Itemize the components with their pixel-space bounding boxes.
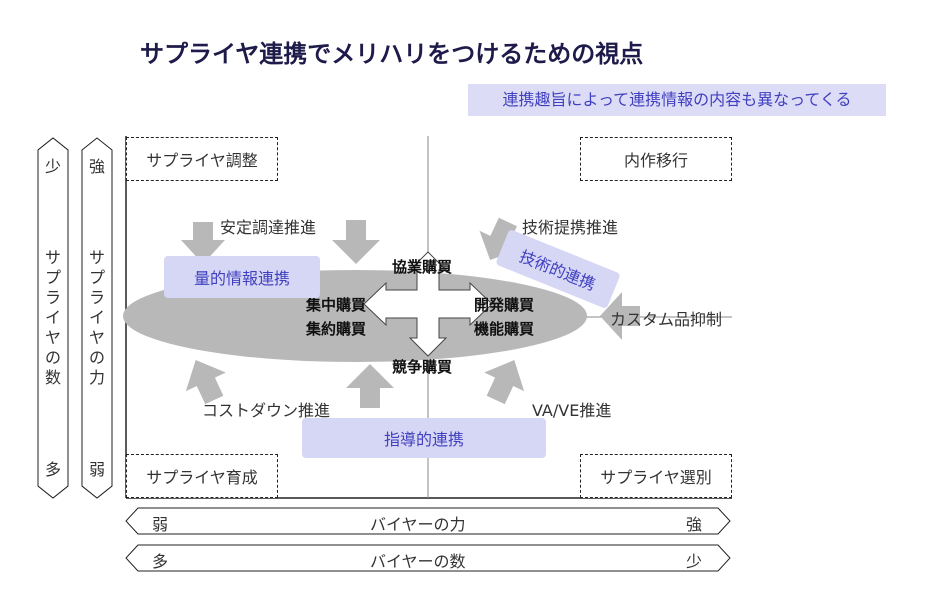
pill-quantitative-info: 量的情報連携 [164, 256, 320, 298]
buyer-power-left: 弱 [152, 515, 169, 534]
arrow-bottom-right-1 [484, 360, 525, 405]
label-tech-partnership: 技術提携推進 [522, 218, 619, 237]
label-centralized-purchasing: 集中購買 [306, 296, 367, 314]
buyer-count-label: バイヤーの数 [370, 552, 466, 571]
axis-buyer-count-shape [125, 544, 731, 572]
label-stable-procurement: 安定調達推進 [220, 218, 317, 237]
arrow-bottom-left-2 [346, 364, 394, 408]
label-collab-purchasing: 協業購買 [392, 258, 453, 276]
corner-bottom-left: サプライヤ育成 [126, 454, 278, 498]
corner-top-left: サプライヤ調整 [126, 137, 278, 181]
supplier-power-top: 強 [88, 157, 105, 176]
label-cost-down: コストダウン推進 [202, 401, 331, 420]
supplier-power-bottom: 弱 [88, 460, 105, 479]
cross-arrow [363, 251, 493, 357]
arrow-right [600, 292, 640, 340]
axis-supplier-count-outline [37, 137, 69, 499]
supplier-count-label: サプライヤの数 [44, 248, 61, 387]
pill-guidance-collab: 指導的連携 [302, 418, 546, 458]
page-title: サプライヤ連携でメリハリをつけるための視点 [140, 40, 644, 68]
label-functional-purchasing: 機能購買 [474, 320, 535, 338]
axis-buyer-power-shape [125, 507, 731, 535]
buyer-power-label: バイヤーの力 [370, 515, 466, 534]
label-custom-suppression: カスタム品抑制 [610, 310, 723, 329]
supplier-count-bottom: 多 [44, 460, 61, 479]
buyer-count-left: 多 [152, 552, 169, 571]
supplier-power-label: サプライヤの力 [88, 248, 105, 387]
supplier-count-top: 少 [44, 157, 61, 176]
label-vave: VA/VE推進 [532, 401, 612, 420]
subtitle-banner: 連携趣旨によって連携情報の内容も異なってくる [468, 84, 886, 116]
buyer-power-right: 強 [686, 515, 703, 534]
label-competitive-purchasing: 競争購買 [392, 358, 453, 376]
arrow-top-left-1 [181, 222, 225, 264]
corner-top-right: 内作移行 [580, 137, 732, 181]
arrow-bottom-left-1 [185, 360, 226, 405]
corner-bottom-right: サプライヤ選別 [580, 454, 732, 498]
buyer-count-right: 少 [686, 552, 703, 571]
label-development-purchasing: 開発購買 [474, 296, 535, 314]
arrow-top-left-2 [332, 220, 380, 264]
axis-supplier-power-outline [81, 137, 113, 499]
label-consolidated-purchasing: 集約購買 [306, 320, 367, 338]
